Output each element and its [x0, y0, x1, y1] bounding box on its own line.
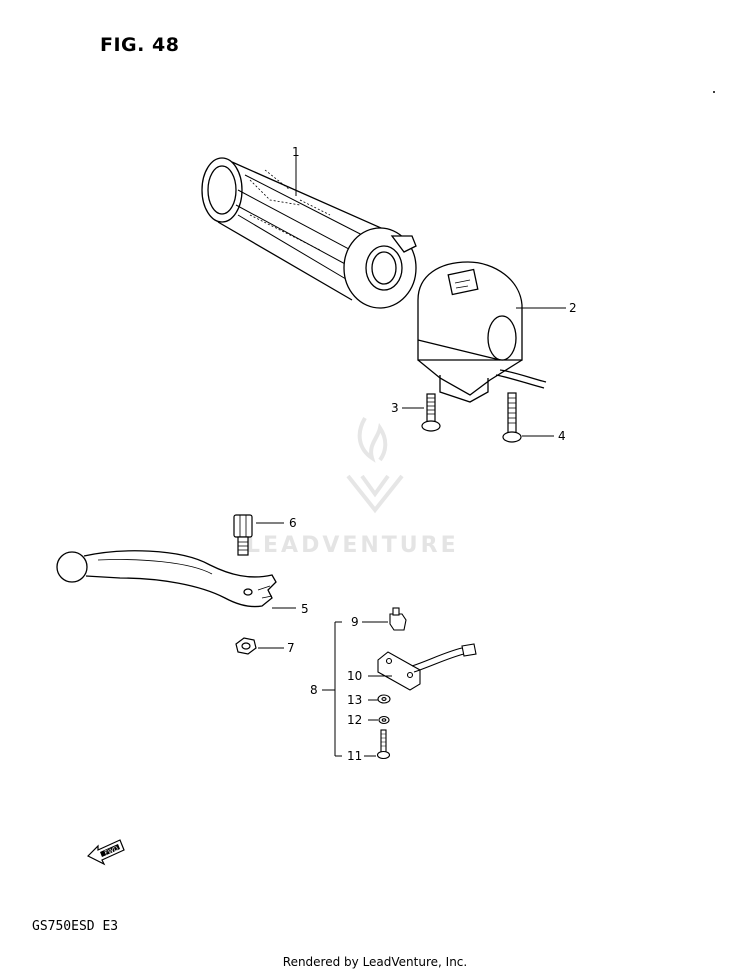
callout-7: 7	[287, 641, 295, 655]
speck	[713, 91, 715, 93]
pivot-bolt	[233, 514, 253, 556]
callout-1: 1	[292, 145, 300, 159]
callout-9: 9	[351, 615, 359, 629]
group-8-bracket	[322, 621, 342, 757]
callout-3: 3	[391, 401, 399, 415]
screw-11	[376, 729, 391, 760]
callout-2: 2	[569, 301, 577, 315]
callout-8: 8	[310, 683, 318, 697]
watermark-logo	[346, 416, 404, 514]
washer-13	[377, 694, 391, 704]
callout-13: 13	[347, 693, 362, 707]
screw-4	[502, 392, 522, 443]
callout-10: 10	[347, 669, 362, 683]
switch-9	[389, 607, 407, 631]
switch-housing	[417, 261, 547, 403]
callout-12: 12	[347, 713, 362, 727]
brake-lever	[56, 550, 277, 608]
footer-credit: Rendered by LeadVenture, Inc.	[282, 955, 468, 969]
callout-11: 11	[347, 749, 362, 763]
switch-plate-10	[377, 643, 477, 691]
washer-12	[378, 715, 390, 725]
nut-7	[235, 637, 257, 655]
watermark-text: LEADVENTURE	[246, 533, 459, 558]
model-code: GS750ESD E3	[32, 919, 119, 934]
callout-4: 4	[558, 429, 566, 443]
throttle-grip	[201, 157, 417, 309]
callout-6: 6	[289, 516, 297, 530]
figure-title: FIG. 48	[100, 34, 180, 56]
fwd-arrow-icon: FWD	[86, 839, 125, 866]
callout-5: 5	[301, 602, 309, 616]
fwd-label: FWD	[104, 845, 120, 857]
screw-3	[421, 393, 441, 432]
